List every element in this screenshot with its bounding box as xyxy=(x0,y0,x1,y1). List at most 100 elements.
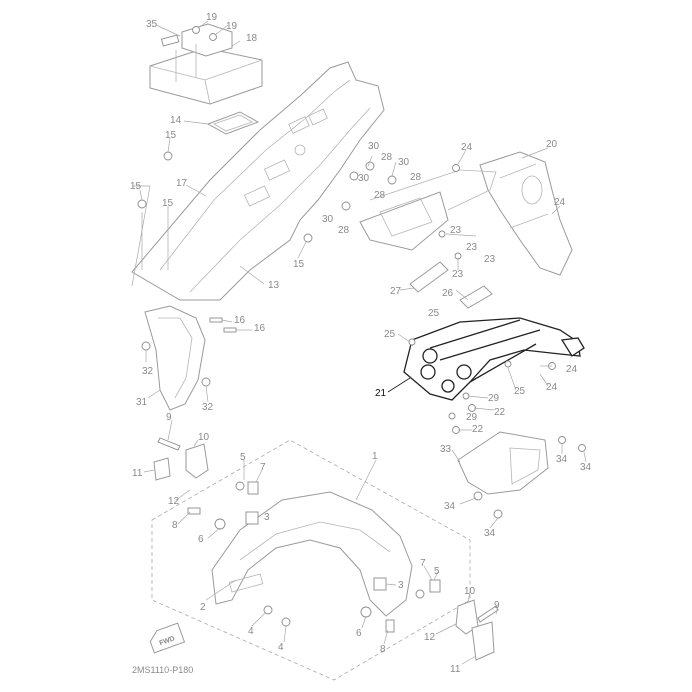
callout-22: 22 xyxy=(472,424,484,435)
callout-15: 15 xyxy=(162,198,174,209)
callout-29: 29 xyxy=(466,412,478,423)
callout-34: 34 xyxy=(484,528,496,539)
callout-34: 34 xyxy=(556,454,568,465)
callout-33: 33 xyxy=(440,444,452,455)
callout-13: 13 xyxy=(268,280,280,291)
fastener-28a xyxy=(349,171,359,181)
bracket-21-highlighted xyxy=(403,317,585,401)
mudflap-31 xyxy=(144,305,206,411)
collar-5b xyxy=(415,589,425,599)
light-housing-33 xyxy=(457,431,549,495)
callout-10: 10 xyxy=(198,432,210,443)
fastener-34a xyxy=(473,491,483,501)
bolt-8b xyxy=(385,619,395,633)
callout-2: 2 xyxy=(200,602,206,613)
callout-1: 1 xyxy=(372,451,378,462)
washer-6a xyxy=(214,518,226,530)
leader-lines xyxy=(131,20,587,665)
fastener-30b xyxy=(341,201,351,211)
callout-15: 15 xyxy=(293,259,305,270)
fastener-32b xyxy=(201,377,211,387)
grommet-3b xyxy=(373,577,387,591)
fastener-23a xyxy=(438,230,446,238)
callout-24: 24 xyxy=(546,382,558,393)
clip-16b xyxy=(223,327,237,333)
callout-30: 30 xyxy=(368,141,380,152)
fastener-34b xyxy=(493,509,503,519)
callout-17: 17 xyxy=(176,178,188,189)
fastener-19b xyxy=(209,33,217,41)
callout-28: 28 xyxy=(338,225,350,236)
callout-4: 4 xyxy=(248,626,254,637)
callout-12: 12 xyxy=(168,496,180,507)
diagram-code: 2MS1110-P180 xyxy=(132,665,193,675)
fastener-29b xyxy=(448,412,456,420)
callout-5: 5 xyxy=(434,566,440,577)
callout-14: 14 xyxy=(170,115,182,126)
callout-11: 11 xyxy=(132,468,143,479)
callout-28: 28 xyxy=(374,190,386,201)
bracket-20 xyxy=(479,151,573,276)
callout-11: 11 xyxy=(450,664,461,675)
fork-bracket-left-10 xyxy=(185,443,209,479)
callout-34: 34 xyxy=(580,462,592,473)
callout-24: 24 xyxy=(461,142,473,153)
callout-23: 23 xyxy=(484,254,496,265)
rear-fender-13 xyxy=(131,61,385,301)
collar-7b xyxy=(429,579,441,593)
callout-15: 15 xyxy=(165,130,177,141)
callout-30: 30 xyxy=(322,214,334,225)
callout-18: 18 xyxy=(246,33,258,44)
callout-30: 30 xyxy=(358,173,370,184)
fastener-32a xyxy=(141,341,151,351)
callout-28: 28 xyxy=(410,172,422,183)
callout-7: 7 xyxy=(420,558,426,569)
fastener-15c xyxy=(303,233,313,243)
callout-31: 31 xyxy=(136,397,148,408)
callout-28: 28 xyxy=(381,152,393,163)
fastener-34c xyxy=(558,436,566,444)
nut-4b xyxy=(281,617,291,627)
callout-35: 35 xyxy=(146,19,158,30)
fastener-34d xyxy=(578,444,586,452)
callout-3: 3 xyxy=(264,512,270,523)
reflector-right-11 xyxy=(471,621,495,661)
fwd-arrow-badge: FWD xyxy=(149,622,186,654)
callout-23: 23 xyxy=(450,225,462,236)
bracket-27 xyxy=(409,261,449,293)
callout-27: 27 xyxy=(390,286,402,297)
callout-10: 10 xyxy=(464,586,476,597)
callout-3: 3 xyxy=(398,580,404,591)
callout-32: 32 xyxy=(142,366,154,377)
callout-6: 6 xyxy=(356,628,362,639)
bolt-8a xyxy=(187,507,201,515)
seal-plate-14 xyxy=(206,111,260,135)
bolt-right-9 xyxy=(477,605,499,623)
callout-25: 25 xyxy=(428,308,440,319)
callout-16: 16 xyxy=(234,315,246,326)
callout-5: 5 xyxy=(240,452,246,463)
callout-29: 29 xyxy=(488,393,500,404)
collar-5a xyxy=(235,481,245,491)
callout-25: 25 xyxy=(384,329,396,340)
mount-plate xyxy=(359,169,497,251)
callout-9: 9 xyxy=(166,412,172,423)
callout-6: 6 xyxy=(198,534,204,545)
callout-19: 19 xyxy=(226,21,238,32)
callout-16: 16 xyxy=(254,323,266,334)
callout-7: 7 xyxy=(260,462,266,473)
callout-4: 4 xyxy=(278,642,284,653)
callout-26: 26 xyxy=(442,288,454,299)
fastener-15b xyxy=(137,199,147,209)
fastener-15a xyxy=(163,151,173,161)
callout-8: 8 xyxy=(380,644,386,655)
callout-32: 32 xyxy=(202,402,214,413)
reflector-left-11 xyxy=(153,457,171,481)
callout-19: 19 xyxy=(206,12,218,23)
callout-12: 12 xyxy=(424,632,436,643)
callout-21-highlighted: 21 xyxy=(375,388,387,399)
callout-23: 23 xyxy=(466,242,478,253)
fastener-19a xyxy=(192,26,200,34)
fastener-28b xyxy=(387,175,397,185)
